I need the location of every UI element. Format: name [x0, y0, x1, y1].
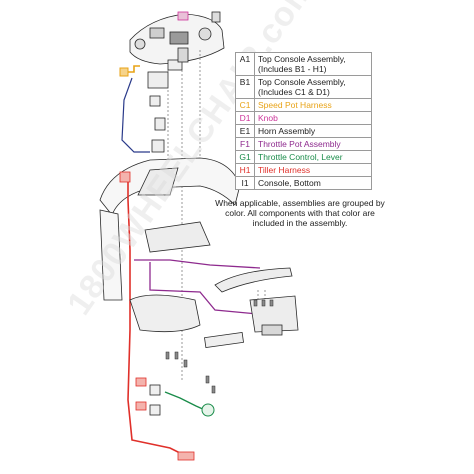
legend-code: E1 [235, 124, 255, 138]
legend-code: B1 [235, 75, 255, 99]
legend-description: Top Console Assembly, (Includes B1 - H1) [254, 52, 372, 76]
legend-code: C1 [235, 98, 255, 112]
legend-description: Horn Assembly [254, 124, 372, 138]
upper-console-wire [121, 77, 150, 153]
console-internal-parts [147, 47, 189, 153]
top-console-assembly [129, 11, 225, 65]
legend-description: Throttle Control, Lever [254, 150, 372, 164]
legend-code: H1 [235, 163, 255, 177]
legend-code: A1 [235, 52, 255, 76]
legend-code: I1 [235, 176, 255, 190]
lower-connectors [149, 384, 161, 416]
speed-pot-harness-wire [126, 65, 140, 73]
legend-description: Tiller Harness [254, 163, 372, 177]
tiller-harness-connectors [119, 171, 195, 461]
throttle-lever-wire [164, 391, 206, 411]
legend-code: F1 [235, 137, 255, 151]
legend-code: D1 [235, 111, 255, 125]
legend-note: When applicable, assemblies are grouped … [215, 198, 385, 228]
bottom-console [129, 294, 244, 349]
legend-code: G1 [235, 150, 255, 164]
throttle-pot-dial [201, 403, 215, 417]
tiller-frame [99, 157, 241, 301]
tiller-harness-wire [127, 180, 187, 457]
legend-description: Throttle Pot Assembly [254, 137, 372, 151]
screws [165, 299, 274, 394]
legend-description: Knob [254, 111, 372, 125]
throttle-pot-harness-wire [134, 259, 261, 315]
throttle-lever-arms [214, 267, 299, 336]
speed-pot-connector [119, 67, 129, 77]
legend-description: Speed Pot Harness [254, 98, 372, 112]
legend-description: Top Console Assembly, (Includes C1 & D1) [254, 75, 372, 99]
legend-description: Console, Bottom [254, 176, 372, 190]
